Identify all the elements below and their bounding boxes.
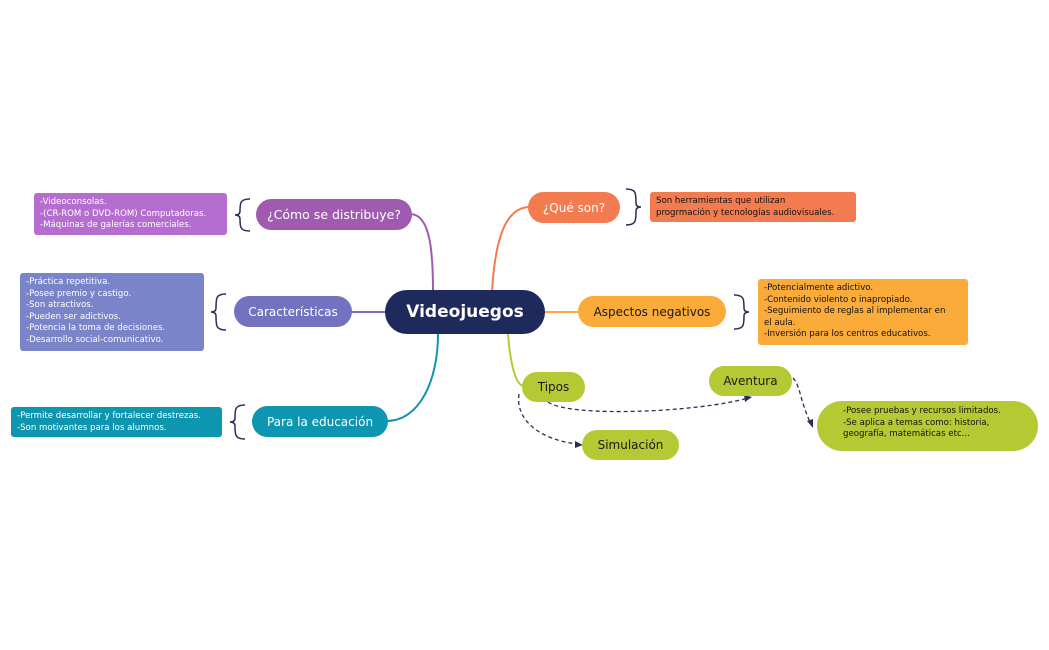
- topic-que-son[interactable]: ¿Qué son?: [528, 192, 620, 223]
- bracket-negativos: [733, 294, 750, 330]
- arrowhead-simulacion: [575, 441, 583, 448]
- central-topic-videojuegos[interactable]: Videojuegos: [385, 290, 545, 334]
- note-line: -Videoconsolas.: [40, 197, 107, 207]
- bracket-que-son: [625, 188, 642, 226]
- connector-distribuye: [409, 213, 434, 293]
- note-aventura: -Posee pruebas y recursos limitados. -Se…: [817, 401, 1038, 451]
- arrowhead-aventura-note: [807, 419, 813, 428]
- connector-tipos: [507, 333, 525, 387]
- note-caracteristicas: -Práctica repetitiva. -Posee premio y ca…: [20, 273, 204, 351]
- topic-como-se-distribuye[interactable]: ¿Cómo se distribuye?: [256, 199, 412, 230]
- note-line: -Desarrollo social-comunicativo.: [26, 334, 164, 345]
- note-aspectos-negativos: -Potencialmente adictivo. -Contenido vio…: [758, 279, 968, 345]
- note-que-son: Son herramientas que utilizan progrmació…: [650, 192, 856, 222]
- dashed-link-simulacion: [518, 393, 579, 445]
- note-line: -Posee premio y castigo.: [26, 288, 132, 299]
- note-line: geografía, matemáticas etc...: [843, 429, 970, 440]
- note-line: -Son motivantes para los alumnos.: [17, 422, 167, 433]
- note-distribucion: -Videoconsolas. -(CR-ROM o DVD-ROM) Comp…: [34, 193, 227, 235]
- note-line: -Permite desarrollar y fortalecer destre…: [17, 411, 201, 421]
- dashed-link-aventura: [547, 397, 749, 413]
- note-line: -Contenido violento o inapropiado.: [764, 294, 913, 305]
- note-line: -Se aplica a temas como: historia,: [843, 417, 990, 428]
- bracket-distribuye: [234, 198, 251, 232]
- topic-aspectos-negativos[interactable]: Aspectos negativos: [578, 296, 726, 327]
- note-line: -Potencia la toma de decisiones.: [26, 323, 166, 334]
- topic-aventura[interactable]: Aventura: [709, 366, 792, 396]
- note-line: -Posee pruebas y recursos limitados.: [843, 406, 1001, 416]
- note-line: -Máquinas de galerías comerciales.: [40, 220, 192, 231]
- connector-que-son: [491, 206, 531, 293]
- note-educacion: -Permite desarrollar y fortalecer destre…: [11, 407, 222, 437]
- note-line: -Seguimiento de reglas al implementar en: [764, 306, 946, 317]
- bracket-educacion: [229, 404, 246, 440]
- note-line: Son herramientas que utilizan: [656, 196, 786, 206]
- note-line: -(CR-ROM o DVD-ROM) Computadoras.: [40, 208, 207, 219]
- topic-simulacion[interactable]: Simulación: [582, 430, 679, 460]
- note-line: progrmación y tecnologías audiovisuales.: [656, 207, 835, 218]
- topic-caracteristicas[interactable]: Características: [234, 296, 352, 327]
- arrowhead-aventura: [744, 395, 752, 402]
- note-line: -Potencialmente adictivo.: [764, 283, 874, 293]
- note-line: -Pueden ser adictivos.: [26, 311, 121, 322]
- topic-tipos[interactable]: Tipos: [522, 372, 585, 402]
- bracket-caracteristicas: [210, 293, 227, 331]
- note-line: -Inversión para los centros educativos.: [764, 329, 931, 340]
- note-line: el aula.: [764, 317, 796, 328]
- dashed-link-aventura-note: [792, 377, 811, 423]
- note-line: -Son atractivos.: [26, 300, 94, 311]
- topic-para-la-educacion[interactable]: Para la educación: [252, 406, 388, 437]
- note-line: -Práctica repetitiva.: [26, 277, 111, 287]
- connector-educacion: [385, 333, 439, 422]
